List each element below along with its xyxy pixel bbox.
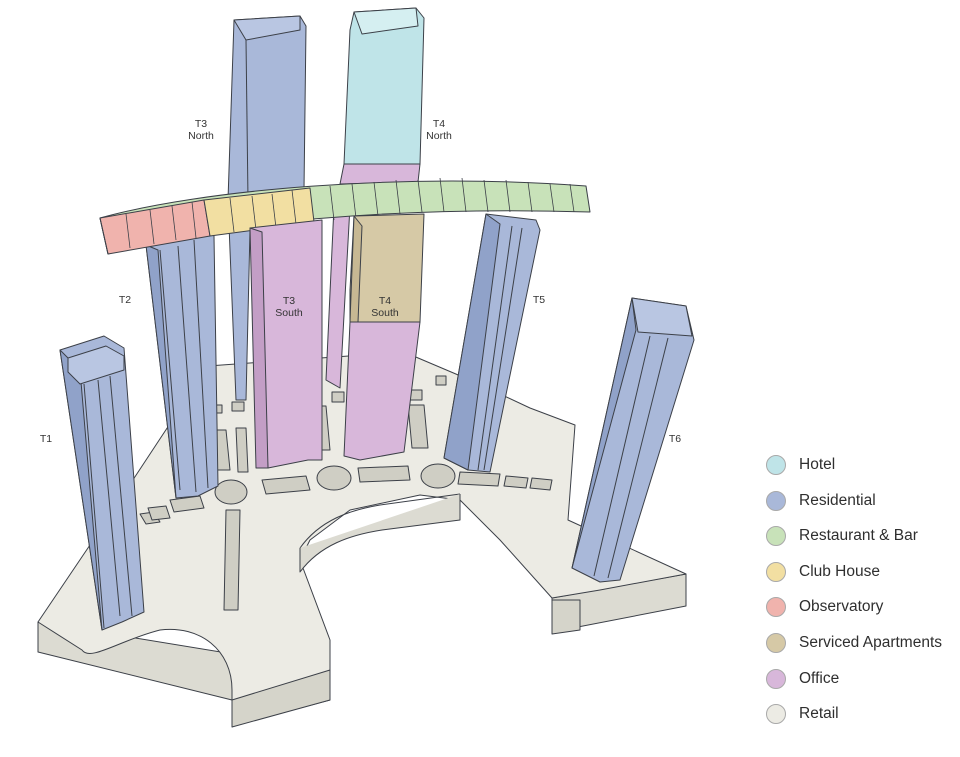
- label-t3-north: T3 North: [188, 118, 214, 142]
- tower-t4-south: [343, 213, 425, 461]
- tower-t4-north: [325, 7, 425, 389]
- legend-item-retail: Retail: [764, 701, 960, 737]
- legend-label: Residential: [799, 491, 876, 509]
- legend-label: Retail: [799, 705, 839, 723]
- legend-label: Observatory: [799, 598, 884, 616]
- legend-item-observatory: Observatory: [764, 594, 960, 630]
- label-t1: T1: [39, 433, 53, 445]
- label-t6: T6: [668, 433, 682, 445]
- legend-swatch: [766, 526, 786, 547]
- legend-label: Club House: [799, 562, 880, 580]
- legend-swatch: [766, 632, 786, 653]
- tower-t6: [571, 297, 695, 583]
- legend-swatch: [766, 597, 786, 618]
- legend-label: Restaurant & Bar: [799, 527, 918, 545]
- legend-label: Office: [799, 669, 840, 687]
- legend-item-restaurant-bar: Restaurant & Bar: [764, 523, 960, 559]
- legend-item-residential: Residential: [764, 488, 960, 524]
- label-t3-south: T3 South: [275, 295, 303, 319]
- skybridge: [99, 177, 591, 255]
- legend-swatch: [766, 490, 786, 511]
- tower-t5: [443, 213, 541, 473]
- label-t4-south: T4 South: [371, 295, 399, 319]
- legend-label: Hotel: [799, 456, 836, 473]
- legend-item-serviced-apartments: Serviced Apartments: [764, 630, 960, 666]
- legend-item-hotel: Hotel: [764, 452, 960, 488]
- tower-t3-south: [249, 219, 323, 469]
- legend-swatch: [766, 455, 786, 475]
- legend-swatch: [766, 561, 786, 582]
- tower-t1: [59, 335, 145, 631]
- legend-item-club-house: Club House: [764, 559, 960, 595]
- label-t2: T2: [118, 294, 132, 306]
- label-t5: T5: [532, 294, 546, 306]
- legend-label: Serviced Apartments: [799, 633, 943, 651]
- legend-item-office: Office: [764, 666, 960, 702]
- label-t4-north: T4 North: [426, 118, 452, 142]
- legend: Hotel Residential Restaurant & Bar Club …: [764, 452, 960, 737]
- legend-swatch: [766, 668, 786, 689]
- legend-swatch: [766, 704, 786, 725]
